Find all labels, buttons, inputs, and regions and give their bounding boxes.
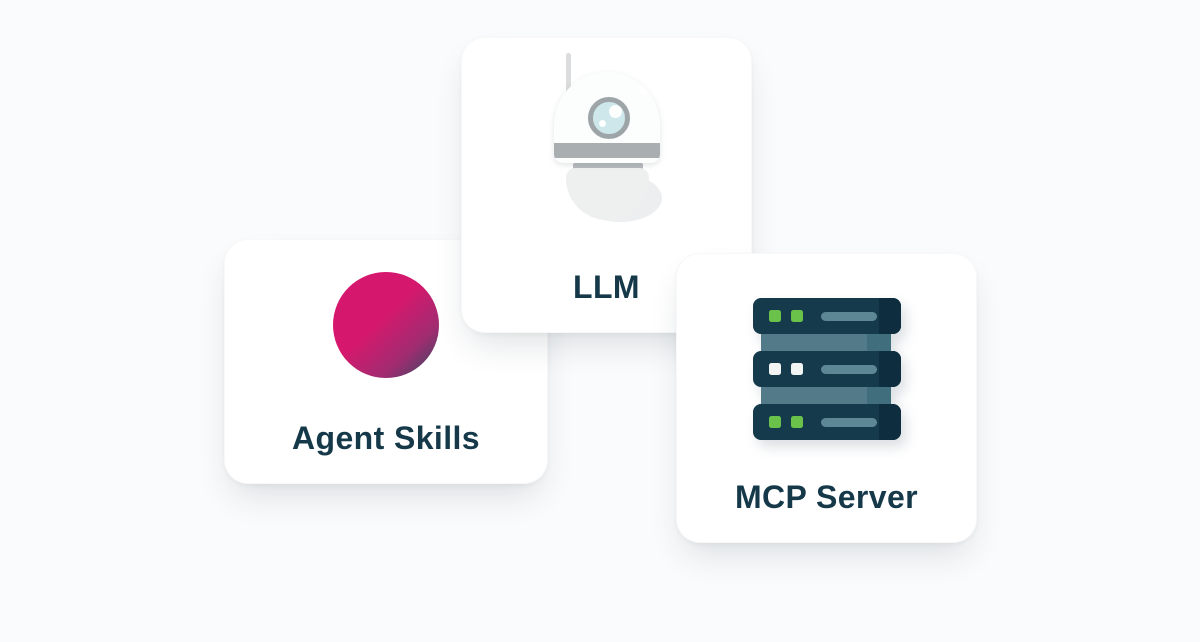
led-icon bbox=[768, 416, 781, 428]
card-mcp-server: MCP Server bbox=[676, 253, 977, 543]
server-unit-edge bbox=[878, 298, 901, 334]
server-connector-edge bbox=[866, 334, 891, 351]
led-icon bbox=[768, 310, 781, 322]
server-unit-top bbox=[752, 298, 901, 334]
server-slot bbox=[820, 365, 877, 374]
led-icon bbox=[790, 363, 803, 375]
server-slot bbox=[820, 418, 877, 427]
server-rack-icon bbox=[752, 298, 901, 440]
mcp-server-label: MCP Server bbox=[734, 478, 919, 515]
robot-eye-highlight bbox=[608, 105, 622, 118]
robot-eye-highlight-small bbox=[598, 120, 606, 127]
robot-icon bbox=[553, 53, 662, 222]
server-unit-edge bbox=[878, 351, 901, 387]
llm-label: LLM bbox=[573, 268, 640, 305]
led-icon bbox=[790, 416, 803, 428]
robot-antenna bbox=[565, 53, 571, 101]
gradient-sphere-icon bbox=[333, 272, 439, 378]
robot-head bbox=[553, 72, 660, 163]
agent-skills-label: Agent Skills bbox=[292, 419, 480, 456]
server-connector bbox=[760, 334, 891, 351]
robot-eye-icon bbox=[587, 97, 630, 139]
server-unit-edge bbox=[878, 404, 901, 440]
server-connector bbox=[760, 387, 891, 404]
robot-neck bbox=[572, 163, 643, 170]
server-slot bbox=[820, 312, 877, 321]
robot-mouth-band bbox=[553, 143, 660, 158]
server-unit-middle bbox=[752, 351, 901, 387]
server-unit-bottom bbox=[752, 404, 901, 440]
led-icon bbox=[768, 363, 781, 375]
server-connector-edge bbox=[866, 387, 891, 404]
led-icon bbox=[790, 310, 803, 322]
robot-head-shine bbox=[638, 86, 648, 95]
